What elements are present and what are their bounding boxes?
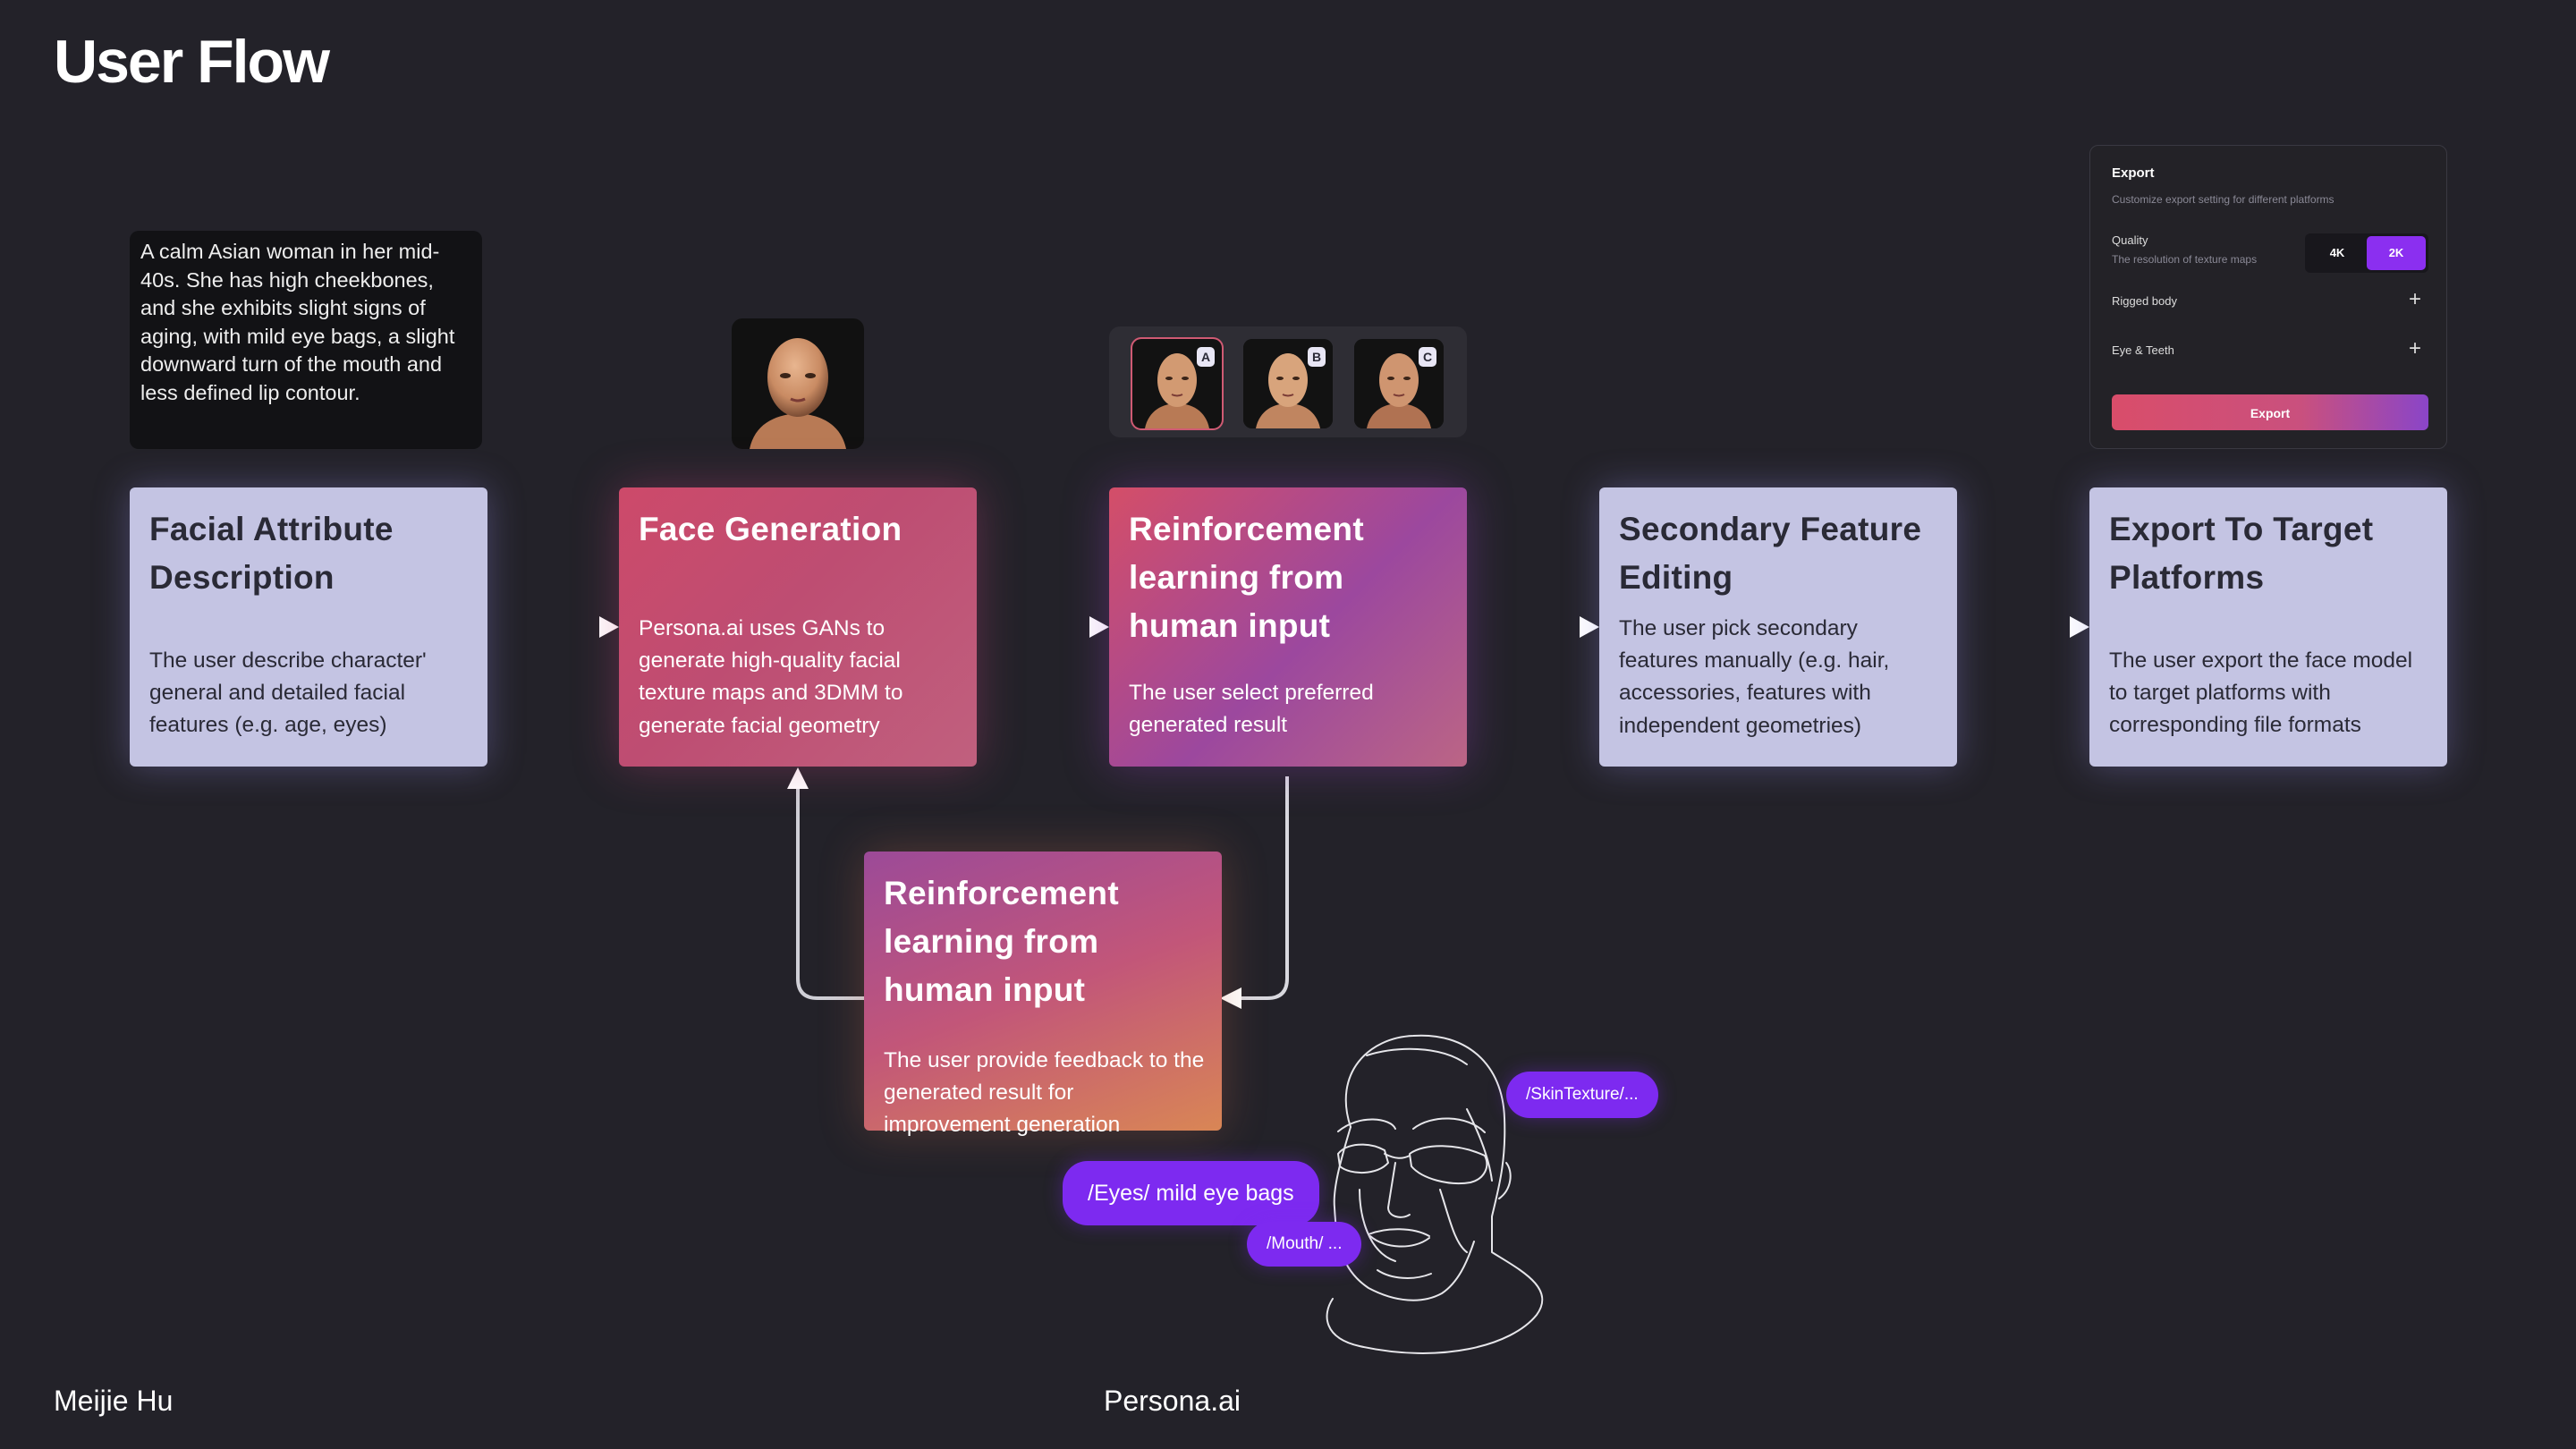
card-body: The user pick secondary features manuall… <box>1619 616 1890 738</box>
export-settings-panel: Export Customize export setting for diff… <box>2089 145 2447 449</box>
card-title: Export To Target Platforms <box>2109 511 2374 596</box>
card-body: The user select preferred generated resu… <box>1129 681 1374 738</box>
card-facial-attribute-description: Facial Attribute Description The user de… <box>130 487 487 767</box>
export-panel-title: Export <box>2112 165 2155 181</box>
resolution-4k-option[interactable]: 4K <box>2329 246 2345 259</box>
feedback-down-head <box>1220 987 1241 1009</box>
export-panel-subtitle: Customize export setting for different p… <box>2112 193 2334 206</box>
card-body: Persona.ai uses GANs to generate high-qu… <box>639 616 903 738</box>
rigged-body-label: Rigged body <box>2112 294 2177 308</box>
quality-description: The resolution of texture maps <box>2112 253 2258 266</box>
feedback-up-connector <box>796 787 864 1000</box>
eye-teeth-label: Eye & Teeth <box>2112 343 2174 357</box>
card-title: Secondary Feature Editing <box>1619 511 1922 596</box>
card-title: Face Generation <box>639 511 902 547</box>
face-option-b[interactable]: B <box>1243 339 1333 428</box>
card-body: The user provide feedback to the generat… <box>884 1048 1205 1138</box>
generated-face-image <box>732 318 864 449</box>
card-face-generation: Face Generation Persona.ai uses GANs to … <box>619 487 977 767</box>
card-body: The user describe character' general and… <box>149 648 427 738</box>
option-badge: C <box>1419 347 1436 367</box>
card-body: The user export the face model to target… <box>2109 648 2413 738</box>
face-render-icon <box>732 318 864 449</box>
quality-label: Quality <box>2112 233 2148 247</box>
tag-eyes[interactable]: /Eyes/ mild eye bags <box>1063 1161 1319 1225</box>
tag-skin-texture[interactable]: /SkinTexture/... <box>1506 1072 1658 1118</box>
wireframe-head-icon <box>1326 1034 1544 1354</box>
footer-product: Persona.ai <box>1104 1385 1241 1417</box>
option-badge: B <box>1308 347 1326 367</box>
face-render-icon <box>1243 339 1333 428</box>
card-secondary-feature-editing: Secondary Feature Editing The user pick … <box>1599 487 1957 767</box>
card-title: Facial Attribute Description <box>149 511 394 596</box>
card-title: Reinforcement learning from human input <box>1129 511 1364 644</box>
plus-icon[interactable]: + <box>2408 336 2421 360</box>
arrow-3-head <box>1580 616 1599 638</box>
resolution-toggle: 4K 2K <box>2305 233 2428 273</box>
resolution-2k-option[interactable]: 2K <box>2367 236 2426 270</box>
card-export-to-target-platforms: Export To Target Platforms The user expo… <box>2089 487 2447 767</box>
card-reinforcement-learning-feedback: Reinforcement learning from human input … <box>864 852 1222 1137</box>
footer-author: Meijie Hu <box>54 1385 174 1417</box>
face-option-a[interactable]: A <box>1131 337 1224 430</box>
feedback-down-connector <box>1240 776 1289 1000</box>
arrow-2-head <box>1089 616 1109 638</box>
face-option-c[interactable]: C <box>1354 339 1444 428</box>
plus-icon[interactable]: + <box>2408 287 2421 311</box>
export-button[interactable]: Export <box>2112 394 2428 430</box>
arrow-1-head <box>599 616 619 638</box>
prompt-text-box: A calm Asian woman in her mid-40s. She h… <box>130 231 482 449</box>
option-badge: A <box>1197 347 1215 367</box>
arrow-4-head <box>2070 616 2089 638</box>
card-reinforcement-learning-select: Reinforcement learning from human input … <box>1109 487 1467 767</box>
page-title: User Flow <box>54 28 330 96</box>
card-title: Reinforcement learning from human input <box>884 875 1119 1008</box>
feedback-up-head <box>787 767 809 789</box>
face-options-panel: A B C <box>1109 326 1467 437</box>
tag-mouth[interactable]: /Mouth/ ... <box>1247 1222 1362 1267</box>
